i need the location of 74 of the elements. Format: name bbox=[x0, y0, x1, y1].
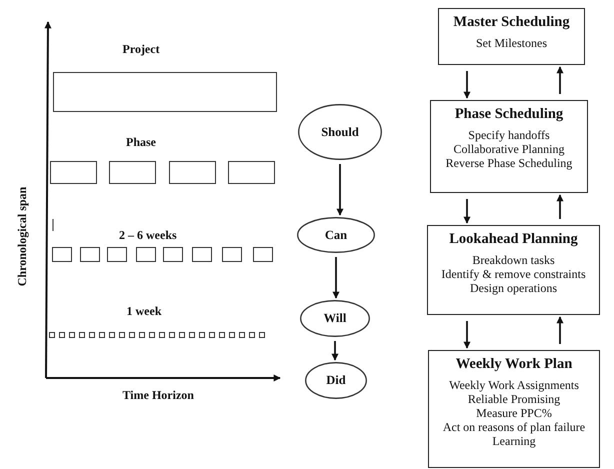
arrow bbox=[464, 321, 470, 349]
timeline-box bbox=[249, 332, 255, 338]
box-text: Measure PPC% bbox=[476, 406, 552, 420]
timeline-box bbox=[79, 332, 85, 338]
timeline-box bbox=[159, 332, 165, 338]
timeline-box bbox=[80, 247, 100, 262]
timeline-box bbox=[136, 247, 156, 262]
box-text: Specify handoffs bbox=[468, 128, 550, 142]
node-label: Did bbox=[326, 373, 346, 388]
level-label: 2 – 6 weeks bbox=[119, 228, 177, 243]
box-text: Design operations bbox=[470, 281, 557, 295]
box-heading: Weekly Work Plan bbox=[456, 356, 572, 373]
box-text: Collaborative Planning bbox=[454, 142, 564, 156]
arrow bbox=[464, 71, 470, 99]
timeline-box bbox=[199, 332, 205, 338]
node-label: Should bbox=[321, 124, 359, 140]
box-text: Breakdown tasks bbox=[472, 253, 555, 267]
timeline-box bbox=[149, 332, 155, 338]
timeline-box bbox=[109, 161, 156, 184]
arrow bbox=[332, 341, 338, 361]
arrow bbox=[332, 257, 340, 299]
timeline-box bbox=[99, 332, 105, 338]
timeline-box bbox=[259, 332, 265, 338]
box-heading: Phase Scheduling bbox=[454, 106, 564, 123]
arrow bbox=[556, 316, 564, 344]
axis-title: Time Horizon bbox=[122, 388, 194, 403]
process-box bbox=[427, 225, 600, 315]
timeline-box bbox=[239, 332, 245, 338]
timeline-box bbox=[107, 247, 127, 262]
timeline-box bbox=[222, 247, 242, 262]
timeline-box bbox=[49, 332, 55, 338]
process-box bbox=[428, 350, 600, 468]
box-heading: Lookahead Planning bbox=[449, 231, 578, 248]
arrow bbox=[464, 199, 470, 224]
timeline-box bbox=[139, 332, 145, 338]
timeline-box bbox=[219, 332, 225, 338]
timeline-box bbox=[129, 332, 135, 338]
level-label: 1 week bbox=[126, 304, 162, 319]
timeline-box bbox=[89, 332, 95, 338]
arrow bbox=[556, 66, 564, 94]
axis-title: Chronological span bbox=[14, 186, 30, 286]
arrow bbox=[336, 164, 344, 216]
timeline-box bbox=[228, 161, 275, 184]
arrow bbox=[556, 194, 564, 219]
timeline-box bbox=[59, 332, 65, 338]
node-label: Can bbox=[324, 228, 348, 242]
timeline-box bbox=[119, 332, 125, 338]
box-text: Reverse Phase Scheduling bbox=[446, 156, 572, 170]
timeline-box bbox=[53, 72, 277, 112]
process-box bbox=[430, 100, 588, 193]
timeline-box bbox=[50, 161, 97, 184]
box-text: Identify & remove constraints bbox=[441, 267, 586, 281]
node-label: Will bbox=[324, 311, 346, 326]
box-text: Set Milestones bbox=[476, 36, 547, 50]
box-text: Act on reasons of plan failure bbox=[442, 420, 586, 434]
box-heading: Master Scheduling bbox=[453, 14, 570, 31]
level-label: Project bbox=[122, 42, 160, 57]
timeline-box bbox=[209, 332, 215, 338]
timeline-box bbox=[253, 247, 273, 262]
box-text: Learning bbox=[492, 434, 536, 448]
box-text: Reliable Promising bbox=[468, 392, 560, 406]
timeline-box bbox=[69, 332, 75, 338]
timeline-box bbox=[169, 332, 175, 338]
timeline-box bbox=[192, 247, 212, 262]
process-box bbox=[438, 8, 585, 65]
level-label: Phase bbox=[126, 135, 156, 150]
timeline-box bbox=[52, 247, 72, 262]
box-text: Weekly Work Assignments bbox=[449, 378, 579, 392]
timeline-box bbox=[163, 247, 183, 262]
timeline-box bbox=[109, 332, 115, 338]
timeline-box bbox=[179, 332, 185, 338]
timeline-box bbox=[189, 332, 195, 338]
timeline-box bbox=[169, 161, 216, 184]
timeline-box bbox=[229, 332, 235, 338]
